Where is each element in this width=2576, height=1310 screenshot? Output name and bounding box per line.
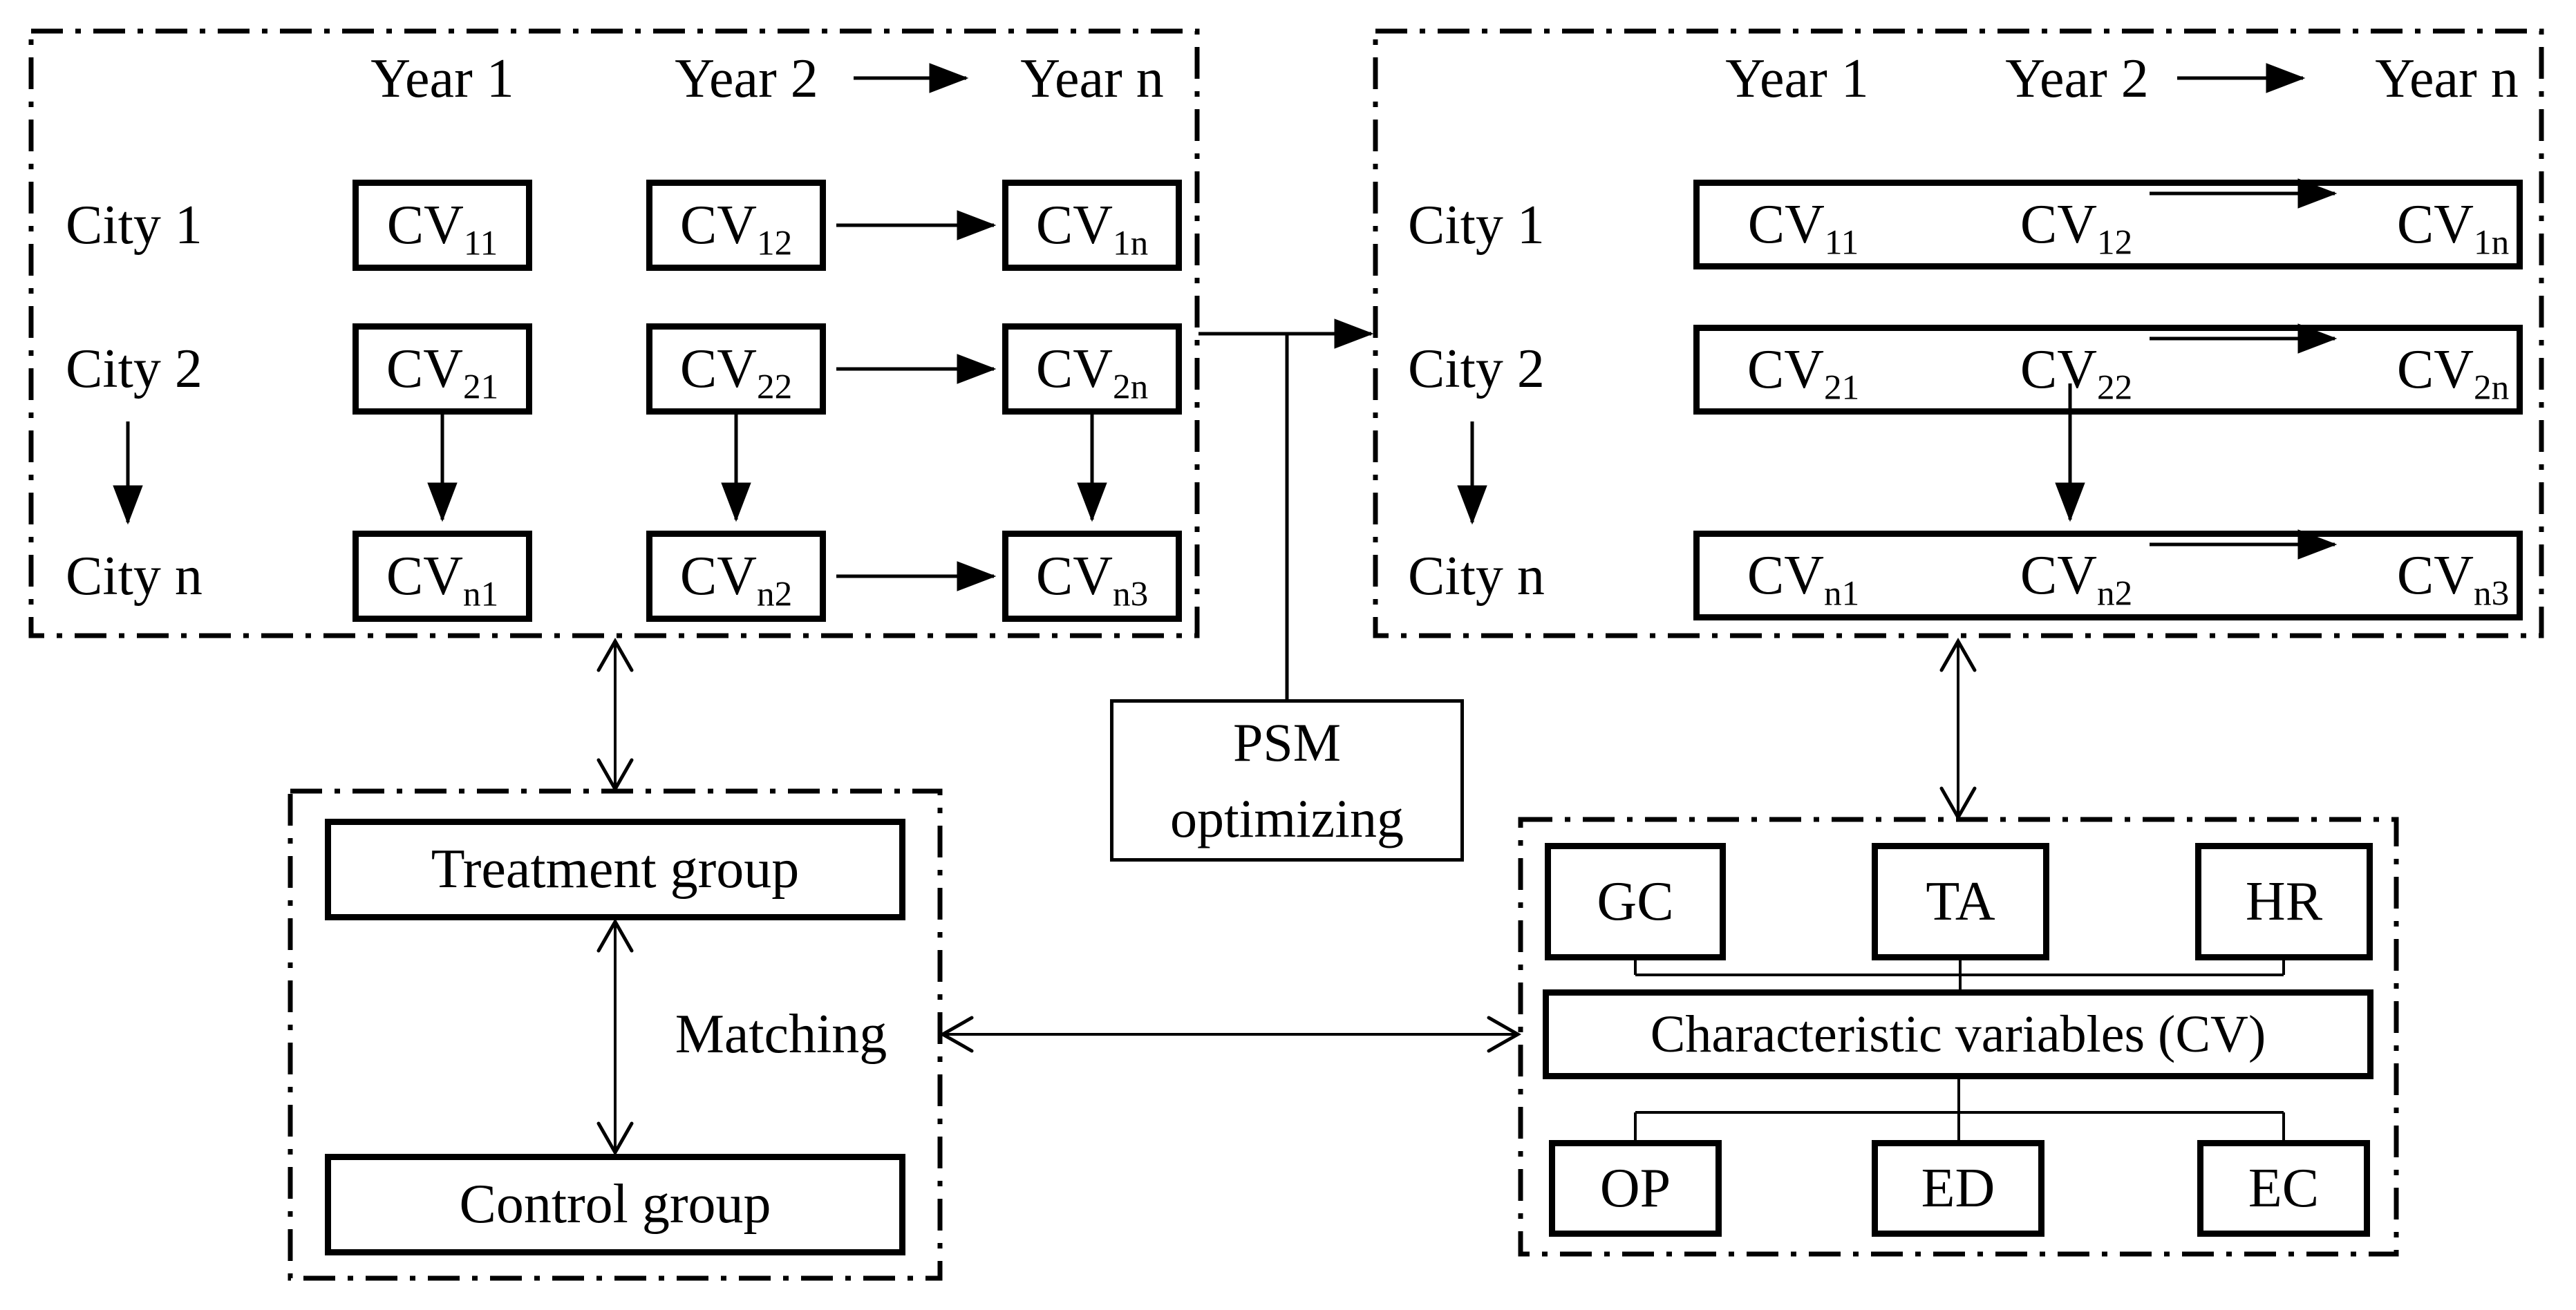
city-row-label: City n — [1408, 545, 1545, 607]
cv-cell-label: CV22 — [679, 339, 793, 407]
city-row-label: City 2 — [1408, 338, 1545, 399]
city-row-label: City 1 — [1408, 194, 1545, 256]
city-year-bar: CVn1 CVn2 CVn3 — [1693, 531, 2523, 620]
cv-cell-label: CV12 — [2020, 194, 2133, 263]
treatment-group-box: Treatment group — [325, 819, 905, 920]
characteristic-variables-box: Characteristic variables (CV) — [1543, 989, 2373, 1079]
panel-matrix-left: Year 1 Year 2 Year n City 1 City 2 City … — [31, 31, 1197, 636]
cv-cell-box: CV12 — [646, 180, 826, 271]
panel-matching: Treatment group Matching Control group — [290, 791, 940, 1278]
cv-cell-label: CVn3 — [2396, 545, 2510, 614]
cv-cell-label: CV21 — [1747, 339, 1860, 408]
year-header: Year 1 — [1725, 48, 1869, 109]
psm-label-line: optimizing — [1170, 788, 1404, 848]
variable-box-op: OP — [1549, 1140, 1722, 1237]
cv-cell-box: CVn1 — [352, 531, 532, 622]
cv-cell-label: CVn2 — [679, 546, 793, 614]
panel-characteristic-variables: GC TA HR Characteristic variables (CV) O… — [1521, 819, 2396, 1254]
cv-cell-label: CV12 — [679, 195, 793, 263]
year-header: Year n — [2375, 48, 2519, 109]
variable-box-hr: HR — [2195, 843, 2373, 960]
year-header: Year n — [1020, 48, 1164, 109]
cv-cell-label: CVn2 — [2020, 545, 2133, 614]
matching-label: Matching — [675, 1003, 887, 1065]
cv-cell-label: CV21 — [386, 339, 499, 407]
variable-box-ec: EC — [2197, 1140, 2370, 1237]
cv-cell-label: CVn1 — [1747, 545, 1860, 614]
variable-box-ta: TA — [1872, 843, 2049, 960]
cv-cell-box: CV1n — [1002, 180, 1182, 271]
cv-cell-label: CV2n — [1035, 339, 1149, 407]
cv-cell-label: CV1n — [2396, 194, 2510, 263]
year-header: Year 2 — [675, 48, 818, 109]
city-row-label: City 1 — [66, 194, 203, 256]
city-year-bar: CV21 CV22 CV2n — [1693, 325, 2523, 415]
city-year-bar: CV11 CV12 CV1n — [1693, 180, 2523, 269]
year-header: Year 1 — [370, 48, 514, 109]
cv-cell-box: CV2n — [1002, 323, 1182, 415]
cv-cell-label: CV11 — [1747, 194, 1859, 263]
cv-cell-label: CV22 — [2020, 339, 2133, 408]
psm-optimizing-box: PSM optimizing — [1110, 699, 1464, 862]
cv-cell-box: CV11 — [352, 180, 532, 271]
variable-box-ed: ED — [1872, 1140, 2044, 1237]
cv-cell-box: CV21 — [352, 323, 532, 415]
cv-cell-label: CV1n — [1035, 195, 1149, 263]
year-header: Year 2 — [2005, 48, 2149, 109]
cv-cell-box: CVn2 — [646, 531, 826, 622]
cv-cell-label: CVn3 — [1035, 546, 1149, 614]
city-row-label: City 2 — [66, 338, 203, 399]
cv-cell-label: CV11 — [386, 195, 498, 263]
psm-label-line: PSM — [1232, 712, 1342, 773]
control-group-box: Control group — [325, 1154, 905, 1255]
cv-cell-box: CVn3 — [1002, 531, 1182, 622]
variable-box-gc: GC — [1545, 843, 1726, 960]
cv-cell-box: CV22 — [646, 323, 826, 415]
city-row-label: City n — [66, 545, 203, 607]
cv-cell-label: CV2n — [2396, 339, 2510, 408]
panel-matrix-right: Year 1 Year 2 Year n City 1 City 2 City … — [1375, 31, 2541, 636]
cv-cell-label: CVn1 — [386, 546, 499, 614]
